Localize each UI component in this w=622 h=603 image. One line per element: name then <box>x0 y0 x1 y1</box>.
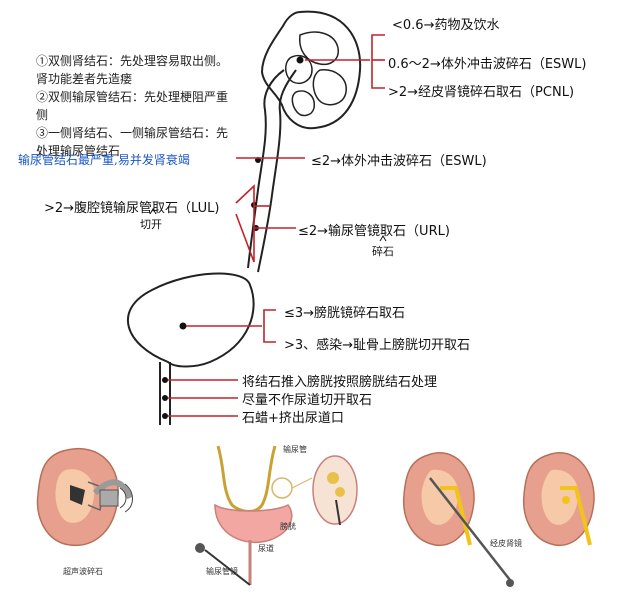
eswl-caption: 超声波碎石 <box>63 567 103 576</box>
kidney-pcnl-text: >2→经皮肾镜碎石取石（PCNL) <box>388 85 575 100</box>
ureter-lul-text: >2→腹腔镜输尿管取石（LUL) <box>44 201 220 216</box>
url-note: 碎石 <box>372 245 394 258</box>
bladder-outline <box>126 272 255 368</box>
urethra-text: 石蜡+挤出尿道口 <box>242 411 344 426</box>
ureter-url-text: ≤2→输尿管镜取石（URL) <box>298 224 450 239</box>
bladder-large-text: >3、感染→耻骨上膀胱切开取石 <box>284 338 471 353</box>
bladder-label: 膀胱 <box>280 522 296 531</box>
urethra-text: 将结石推入膀胱按照膀胱结石处理 <box>242 375 438 390</box>
note-line: ②双侧输尿管结石：先处理梗阻严重侧 <box>36 90 229 122</box>
urethra-text: 尽量不作尿道切开取石 <box>242 393 373 408</box>
nephroscope-label: 经皮肾镜 <box>490 539 522 548</box>
urethra-label: 尿道 <box>258 544 274 553</box>
bladder-small-text: ≤3→膀胱镜碎石取石 <box>284 306 406 321</box>
kidney-eswl-text: 0.6～2→体外冲击波碎石（ESWL) <box>388 57 587 72</box>
note-line: ③一侧肾结石、一侧输尿管结石：先处理输尿管结石 <box>36 126 229 158</box>
ureteroscope-label: 输尿管镜 <box>206 567 238 576</box>
handwritten-notes: ①双侧肾结石：先处理容易取出侧。肾功能差者先造瘘 ②双侧输尿管结石：先处理梗阻严… <box>36 52 236 160</box>
lul-note: 切开 <box>140 218 162 231</box>
ureter-label: 输尿管 <box>283 445 307 454</box>
note-line: ①双侧肾结石：先处理容易取出侧。肾功能差者先造瘘 <box>36 54 229 86</box>
kidney-small-stone-text: <0.6→药物及饮水 <box>392 18 500 33</box>
ureter-eswl-text: ≤2→体外冲击波碎石（ESWL) <box>311 154 487 169</box>
highlight-note: 输尿管结石最严重,易并发肾衰竭 <box>18 153 190 167</box>
